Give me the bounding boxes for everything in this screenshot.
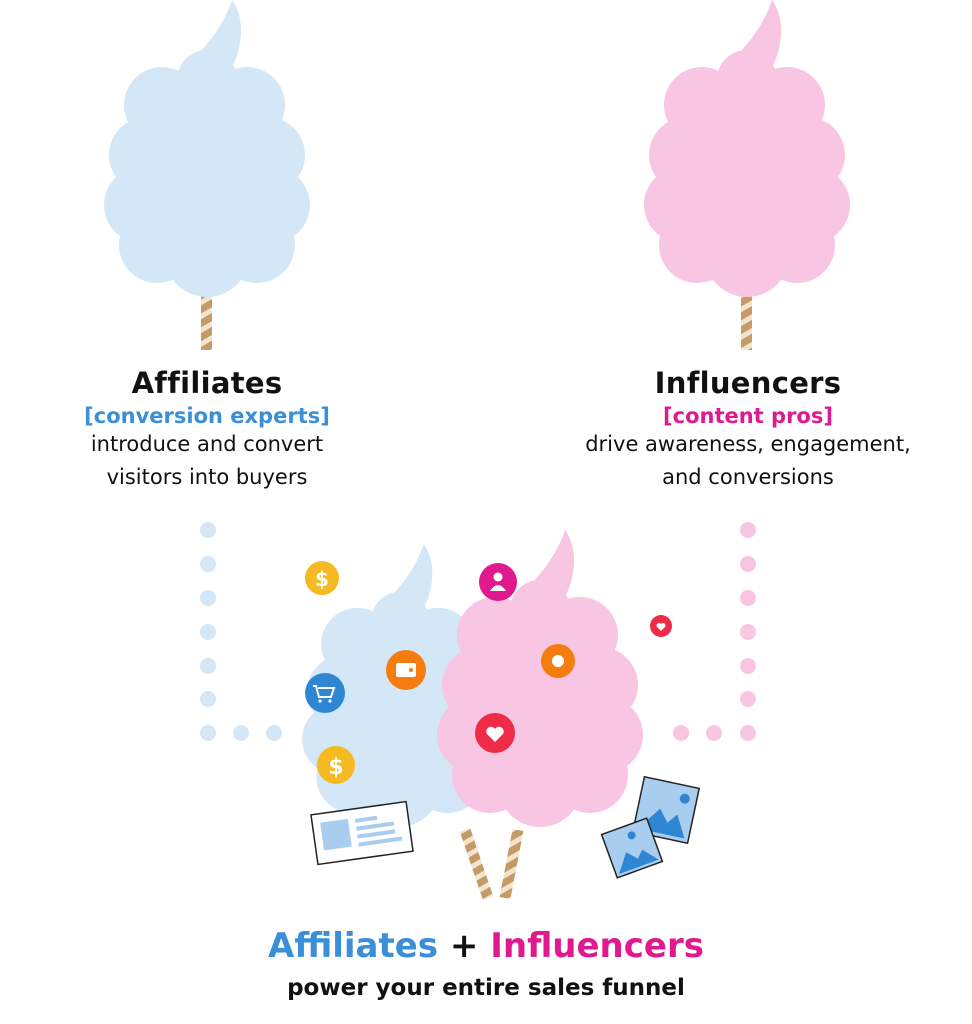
affiliates-section: Affiliates [conversion experts] introduc… — [0, 366, 417, 494]
influencer-cotton-candy — [644, 0, 850, 350]
bottom-plus: + — [449, 926, 479, 966]
affiliates-tag: [conversion experts] — [84, 404, 330, 428]
influencer-connector-dots — [673, 522, 756, 741]
dollar-coin-icon: $ — [317, 746, 355, 784]
influencers-section: Influencers [content pros] drive awarene… — [538, 366, 958, 494]
dollar-coin-icon: $ — [305, 561, 339, 595]
svg-text:$: $ — [315, 567, 329, 591]
card-icon — [310, 800, 414, 866]
affiliate-cotton-candy — [104, 0, 310, 350]
affiliates-desc-line2: visitors into buyers — [106, 465, 308, 489]
affiliates-desc-line1: introduce and convert — [90, 432, 324, 456]
svg-text:$: $ — [328, 755, 343, 780]
wallet-icon — [386, 650, 426, 690]
influencers-desc-line1: drive awareness, engagement, — [585, 432, 911, 456]
bottom-affiliates: Affiliates — [268, 926, 439, 966]
affiliate-connector-dots — [200, 522, 282, 741]
affiliates-title: Affiliates — [131, 366, 283, 400]
image-icon — [600, 817, 664, 879]
user-icon — [479, 563, 517, 601]
bottom-subtitle: power your entire sales funnel — [287, 975, 685, 1001]
heart-icon — [475, 713, 515, 753]
influencers-title: Influencers — [654, 366, 842, 400]
bottom-influencers: Influencers — [490, 926, 704, 966]
shopping-cart-icon — [305, 673, 345, 713]
influencers-tag: [content pros] — [663, 404, 833, 428]
heart-icon — [650, 615, 672, 637]
record-icon — [541, 644, 575, 678]
influencers-desc-line2: and conversions — [662, 465, 834, 489]
bottom-headline: Affiliates + Influencers — [0, 926, 972, 966]
combined-cotton-candy — [302, 530, 643, 900]
